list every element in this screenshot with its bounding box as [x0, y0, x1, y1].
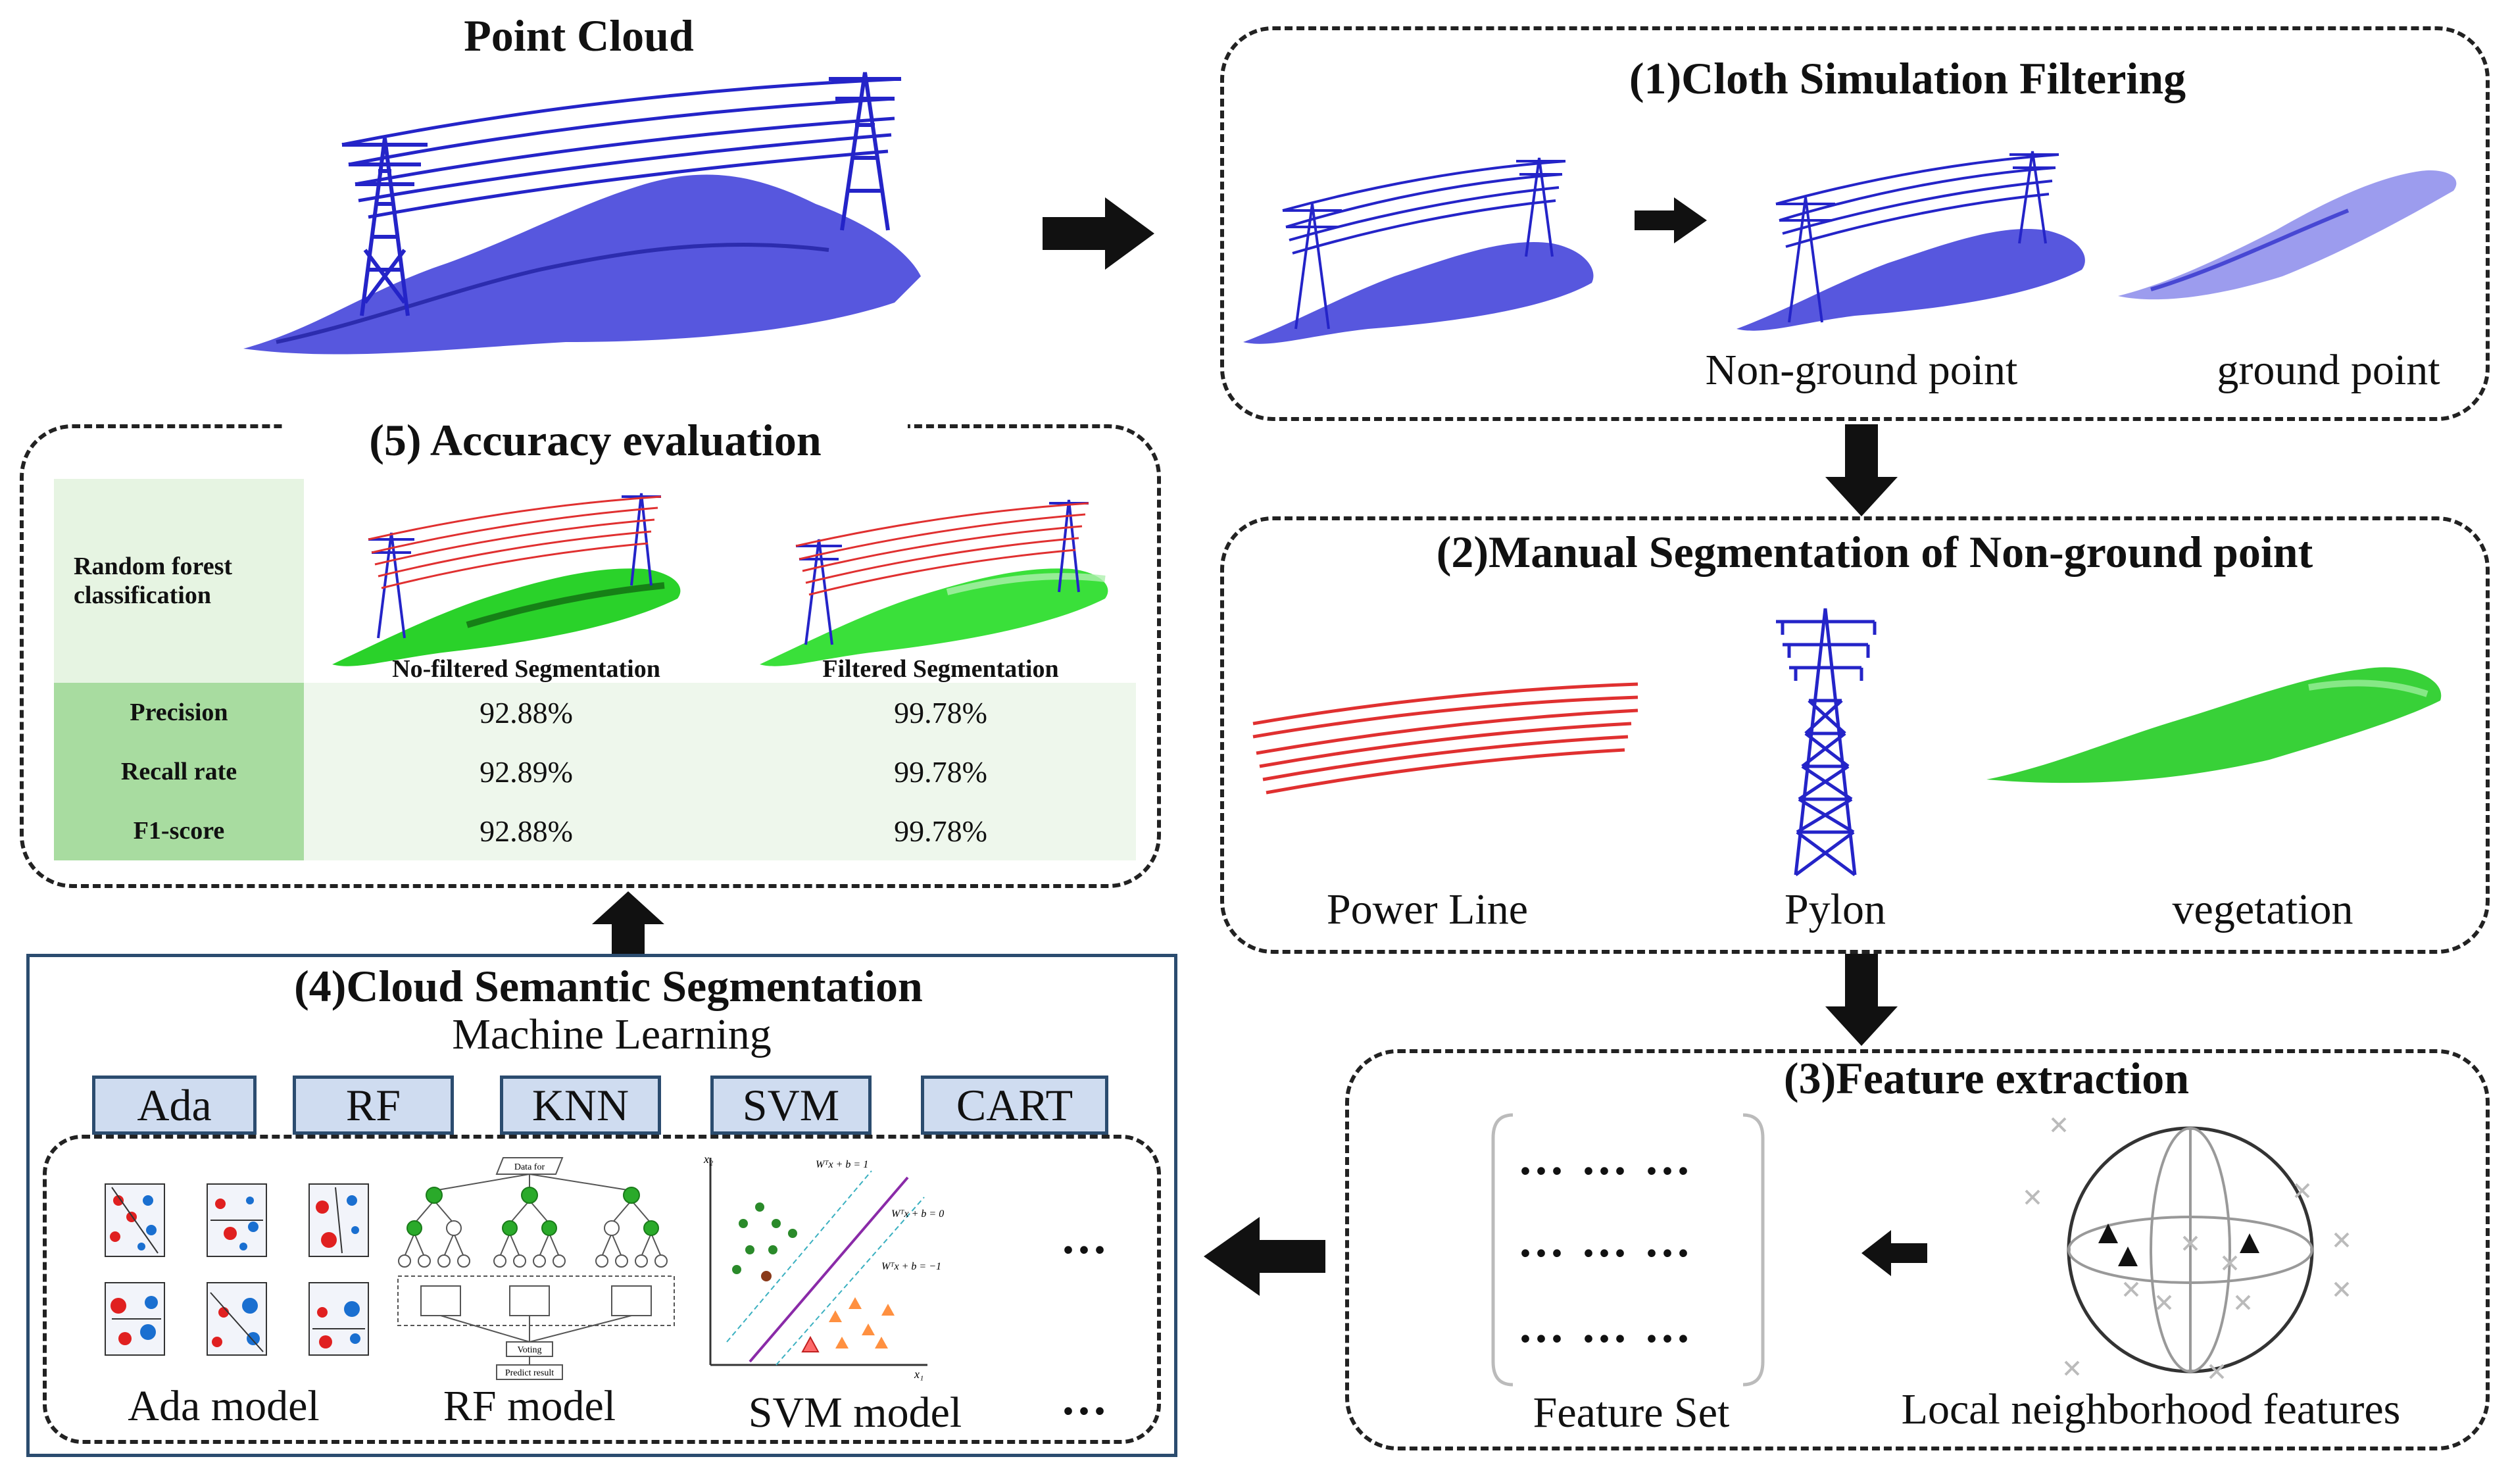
algo-svm: SVM: [710, 1076, 872, 1135]
row-f1-metric: F1-score: [54, 801, 304, 860]
step1-cloud-original: [1243, 157, 1594, 344]
step1-cloud-nonground: [1736, 151, 2085, 331]
step4-subtitle: Machine Learning: [452, 1010, 772, 1058]
step3-title: (3)Feature extraction: [1783, 1053, 2190, 1103]
svm-eq-mid: Wᵀx + b = 0: [891, 1208, 944, 1220]
step4-panel: [26, 954, 1177, 1457]
arrow-down-icon: [1825, 954, 1898, 1046]
power-line-label: Power Line: [1326, 885, 1529, 933]
row-recall-metric: Recall rate: [54, 742, 304, 801]
nofilter-seg-image: [332, 493, 681, 666]
arrow-left-icon: [1861, 1230, 1927, 1276]
arrow-left-icon: [1204, 1217, 1325, 1296]
feature-row-3: ... ... ...: [1519, 1300, 1693, 1352]
rf-model-diagram: Data for Voting Predict result: [397, 1157, 675, 1380]
rf-voting-label: Voting: [517, 1345, 541, 1355]
arrow-right-icon: [1635, 197, 1707, 243]
step1-cloud-ground: [2118, 170, 2457, 300]
ground-label: ground point: [2217, 346, 2440, 394]
models-panel: [43, 1135, 1161, 1444]
local-features-label: Local neighborhood features: [1901, 1385, 2401, 1433]
row-f1-nofilter: 92.88%: [480, 814, 573, 848]
arrow-right-icon: [1043, 197, 1154, 270]
col-filter-header: Filtered Segmentation: [822, 655, 1059, 683]
step2-title: (2)Manual Segmentation of Non-ground poi…: [1436, 527, 2313, 577]
non-ground-label: Non-ground point: [1705, 346, 2018, 394]
vegetation-label: vegetation: [2172, 885, 2353, 933]
svm-x1-label: x₁: [914, 1368, 924, 1381]
pylon-label: Pylon: [1784, 885, 1886, 933]
arrow-down-icon: [1825, 424, 1898, 516]
step1-title: (1)Cloth Simulation Filtering: [1629, 53, 2186, 103]
point-cloud-image: [243, 72, 921, 355]
row-f1-filter: 99.78%: [894, 814, 987, 848]
row-precision-nofilter: 92.88%: [480, 695, 573, 730]
rf-data-for-label: Data for: [514, 1162, 545, 1172]
row-recall-filter: 99.78%: [894, 754, 987, 789]
vegetation-image: [1986, 667, 2442, 783]
rf-model-label: RF model: [443, 1382, 616, 1430]
step3-panel: [1345, 1049, 2490, 1450]
feature-row-1: ... ... ...: [1519, 1132, 1693, 1185]
method-cell: Random forest classification: [54, 479, 304, 683]
table-body-bg: [304, 683, 1136, 860]
step2-panel: [1220, 516, 2490, 954]
arrow-up-icon: [592, 891, 664, 954]
ada-model-diagram: [105, 1183, 369, 1356]
svm-model-label: SVM model: [748, 1389, 962, 1437]
more-models-ellipsis-bottom: ...: [1062, 1372, 1110, 1425]
svm-x2-label: x₂: [703, 1152, 713, 1166]
svm-eq-top: Wᵀx + b = 1: [816, 1159, 868, 1170]
feature-row-2: ... ... ...: [1519, 1214, 1693, 1267]
pylon-image: [1776, 608, 1877, 877]
sphere-icon: [2025, 1117, 2350, 1379]
algo-knn: KNN: [500, 1076, 661, 1135]
algo-cart: CART: [921, 1076, 1108, 1135]
row-precision-metric: Precision: [54, 683, 304, 742]
step5-title: (5) Accuracy evaluation: [283, 414, 908, 466]
more-models-ellipsis-top: ...: [1062, 1211, 1110, 1264]
step1-panel: [1220, 26, 2490, 421]
power-line-image: [1252, 682, 1638, 795]
algo-rf: RF: [293, 1076, 454, 1135]
step4-title: (4)Cloud Semantic Segmentation: [294, 961, 923, 1011]
col-nofilter-header: No-filtered Segmentation: [392, 655, 660, 683]
rf-predict-label: Predict result: [505, 1368, 554, 1378]
filter-seg-image: [760, 499, 1108, 666]
row-recall-nofilter: 92.89%: [480, 754, 573, 789]
svm-model-diagram: x₂ x₁ Wᵀx + b = 1 Wᵀx + b = 0 Wᵀx + b = …: [703, 1152, 944, 1381]
algo-ada: Ada: [92, 1076, 257, 1135]
feature-set-label: Feature Set: [1533, 1389, 1730, 1437]
point-cloud-title: Point Cloud: [464, 11, 694, 61]
ada-model-label: Ada model: [128, 1382, 320, 1430]
svm-eq-bot: Wᵀx + b = −1: [881, 1261, 941, 1272]
row-precision-filter: 99.78%: [894, 695, 987, 730]
feature-set-matrix: [1491, 1113, 1765, 1387]
method-label: Random forest classification: [74, 553, 233, 609]
